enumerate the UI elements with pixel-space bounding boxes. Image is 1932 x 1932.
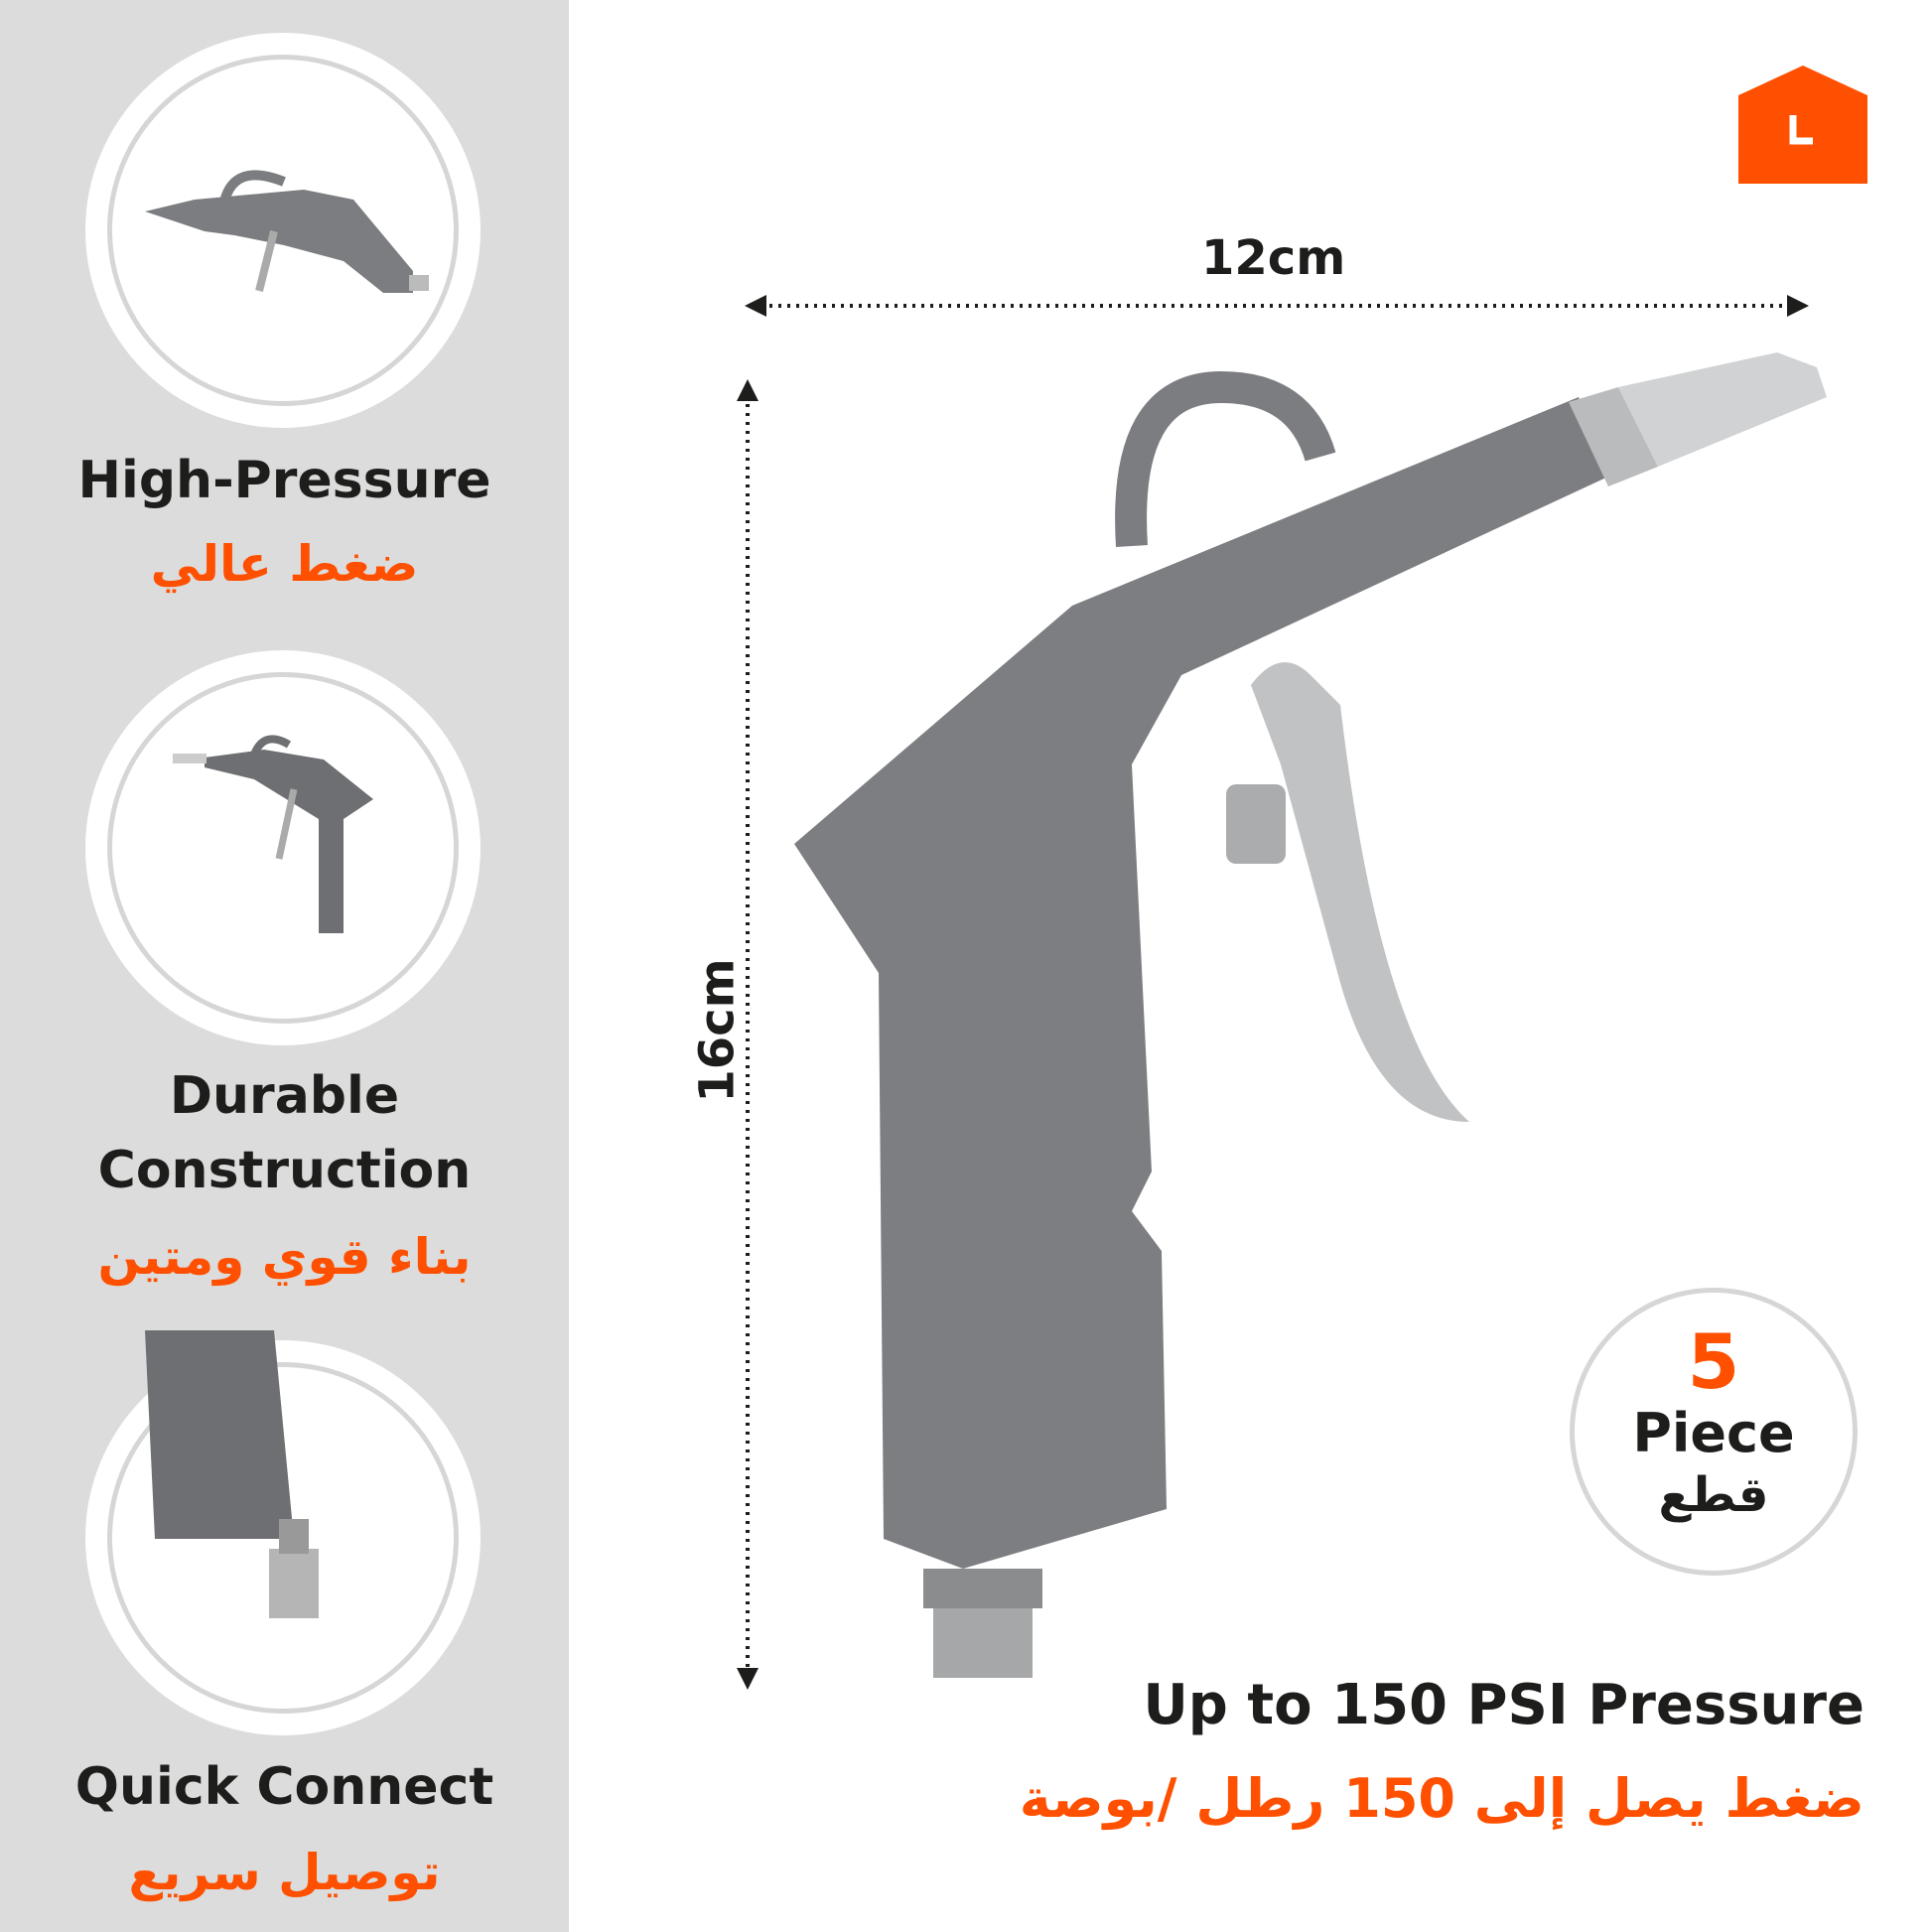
feature-sidebar: High-Pressure ضغط عالي Durable Construct… [0,0,569,1932]
feature-label-arabic: توصيل سريع [128,1844,441,1901]
pressure-label-arabic: ضغط يصل إلى 150 رطل /بوصة [1019,1767,1864,1830]
height-dimension-label: 16cm [689,958,746,1103]
air-blow-gun-image [794,352,1827,1678]
feature-label: Quick Connect [74,1757,494,1817]
feature-image-angle-view [85,650,481,1045]
feature-label-line1: Durable [169,1066,400,1126]
pressure-label: Up to 150 PSI Pressure [1143,1673,1864,1737]
feature-label-line2: Construction [97,1141,472,1200]
feature-label-arabic: ضغط عالي [150,535,419,593]
feature-image-side-view [85,33,481,428]
piece-label: Piece [1632,1402,1795,1464]
piece-count: 5 [1687,1317,1740,1406]
width-dimension-label: 12cm [1201,230,1346,286]
piece-label-arabic: قطع [1658,1467,1769,1523]
feature-image-connector [85,1330,481,1735]
brand-logo-icon [1738,66,1867,184]
height-dimension-arrow [737,379,759,1690]
piece-count-badge: 5 Piece قطع [1570,1288,1858,1576]
width-dimension-arrow [745,295,1809,317]
feature-label-arabic: بناء قوي ومتين [97,1228,472,1286]
feature-label: High-Pressure [77,451,491,510]
